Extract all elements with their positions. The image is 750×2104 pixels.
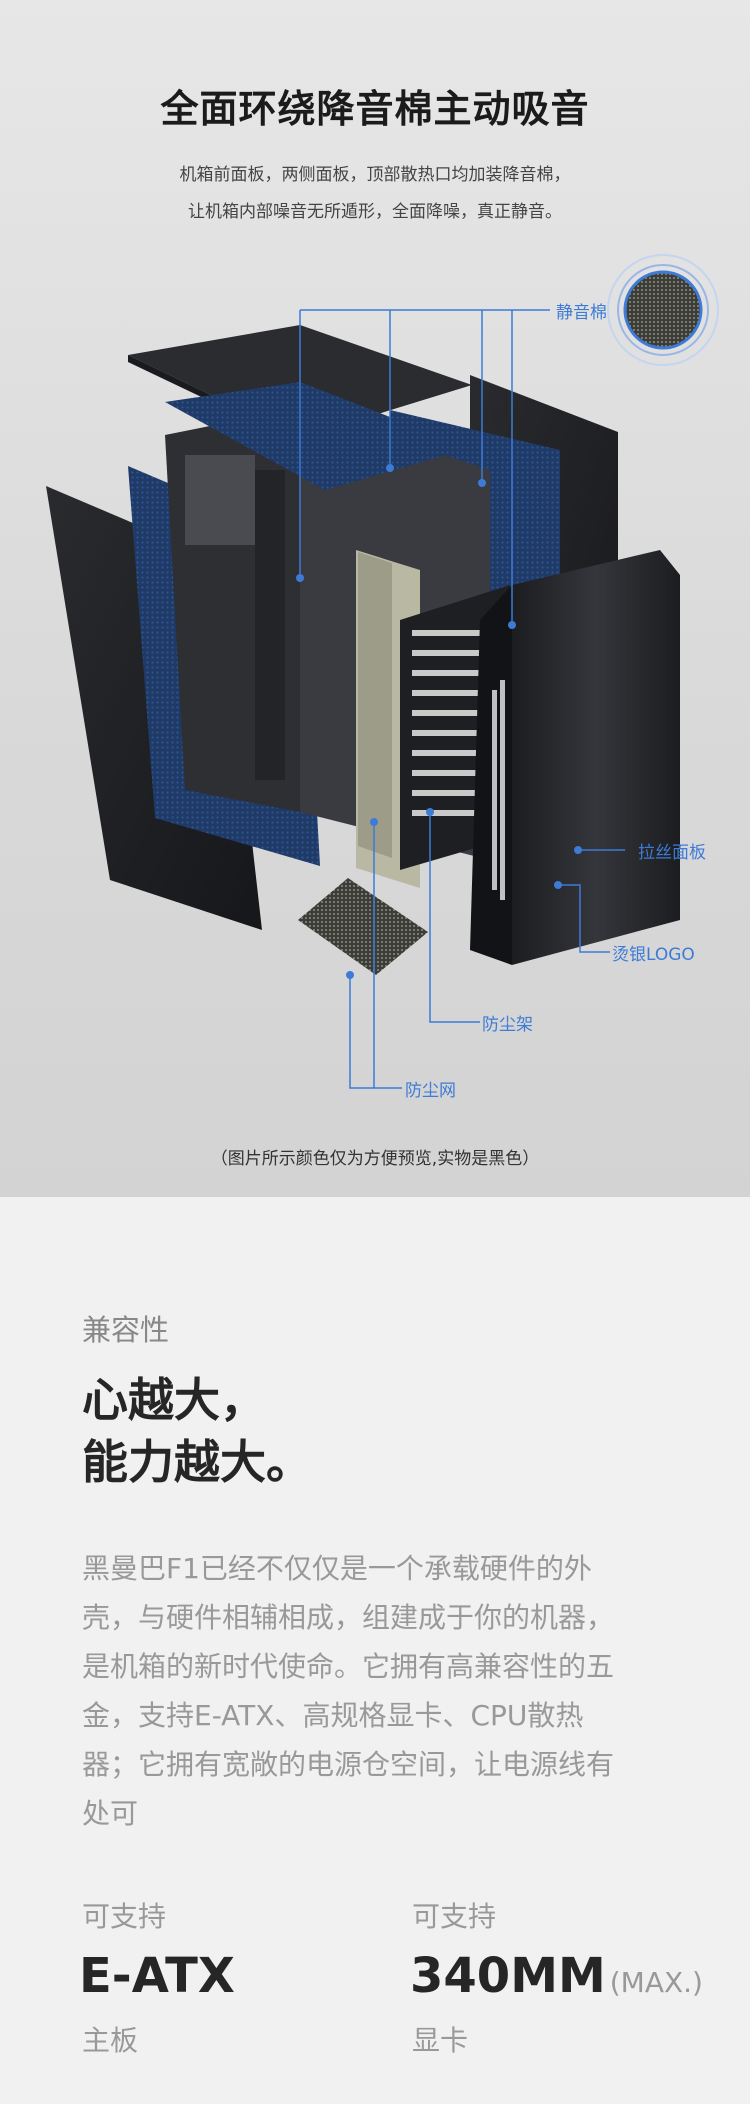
front-panel [512,550,680,965]
callout-dust-rack: 防尘架 [482,1015,533,1035]
section-body: 黑曼巴F1已经不仅仅是一个承载硬件的外 壳，与硬件相辅相成，组建成于你的机器， … [82,1544,682,1838]
headline-line-2: 能力越大。 [82,1435,312,1489]
body-line-5: 器；它拥有宽敞的电源仓空间，让电源线有 [82,1748,615,1781]
section-kicker: 兼容性 [82,1313,170,1347]
callout-dust-filter: 防尘网 [405,1081,456,1101]
callout-brushed-panel: 拉丝面板 [638,843,706,863]
top-foam [165,382,470,490]
spec-2-value-text: 340MM [410,1948,606,2004]
callout-foam: 静音棉 [556,303,607,323]
spec-1-sub: 主板 [82,2024,139,2057]
dust-filter [298,878,428,975]
callout-silver-logo: 烫银LOGO [612,945,695,965]
spec-1-value-text: E-ATX [79,1948,235,2004]
body-line-1: 黑曼巴F1已经不仅仅是一个承载硬件的外 [82,1552,592,1585]
body-line-4: 金，支持E-ATX、高规格显卡、CPU散热 [82,1699,584,1732]
section-headline: 心越大， 能力越大。 [82,1369,312,1493]
case-exploded-illustration [46,254,719,1089]
body-line-3: 是机箱的新时代使命。它拥有高兼容性的五 [82,1650,615,1683]
spec-1-value: E-ATX [79,1948,235,2004]
feature-description-line-1: 机箱前面板，两侧面板，顶部散热口均加装降音棉， [179,165,571,185]
headline-line-1: 心越大， [82,1373,266,1427]
body-line-2: 壳，与硬件相辅相成，组建成于你的机器， [82,1601,615,1634]
feature-description-line-2: 让机箱内部噪音无所遁形，全面降噪，真正静音。 [188,202,562,222]
compatibility-section: 兼容性 心越大， 能力越大。 黑曼巴F1已经不仅仅是一个承载硬件的外 壳，与硬件… [0,1197,750,2104]
feature-panel: 全面环绕降音棉主动吸音 机箱前面板，两侧面板，顶部散热口均加装降音棉， 让机箱内… [0,0,750,1197]
body-line-6: 处可 [82,1797,139,1830]
spec-2-value: 340MM(MAX.) [410,1948,703,2004]
feature-title: 全面环绕降音棉主动吸音 [160,87,590,131]
spec-2-label: 可支持 [412,1900,497,1933]
spec-1-label: 可支持 [82,1900,167,1933]
spec-2-sub: 显卡 [412,2024,469,2057]
foam-swatch-icon [607,254,719,366]
color-disclaimer: （图片所示颜色仅为方便预览,实物是黑色） [210,1149,540,1169]
spec-2-suffix: (MAX.) [609,1966,703,1999]
